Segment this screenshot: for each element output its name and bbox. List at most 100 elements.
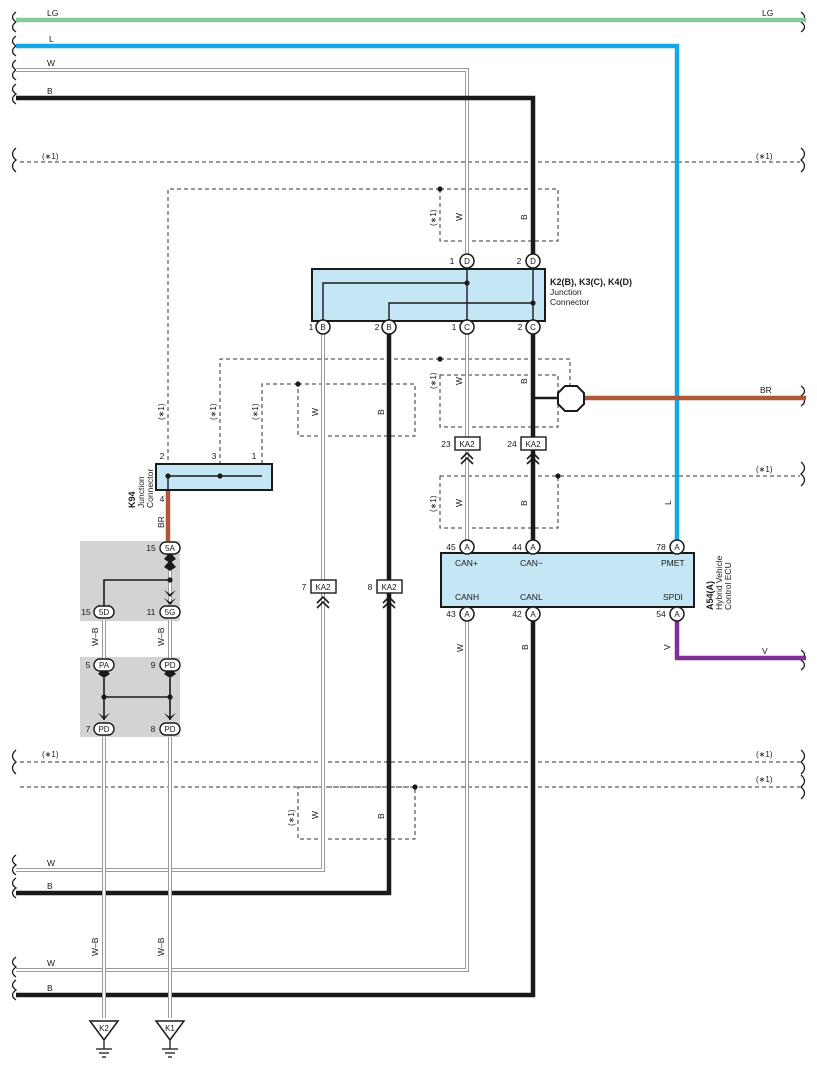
wire-w-canh	[16, 620, 469, 972]
svg-text:15: 15	[146, 543, 156, 553]
svg-text:5: 5	[86, 660, 91, 670]
ka2-connector-8: 8 KA2	[368, 579, 403, 609]
label-w-bottom: W	[47, 958, 55, 968]
option-junction-dots	[295, 186, 561, 790]
svg-text:B: B	[520, 644, 530, 650]
svg-text:5A: 5A	[165, 544, 175, 553]
k94-pin-3: 3	[212, 451, 217, 461]
junction-k2-box	[311, 268, 546, 322]
k2-pin-1d: 1 D	[450, 253, 475, 269]
svg-text:45: 45	[446, 542, 456, 552]
svg-text:42: 42	[512, 609, 522, 619]
ground-k2: K2	[88, 1020, 120, 1058]
label-w-top: W	[47, 58, 55, 68]
label-w-mid: W	[47, 858, 55, 868]
svg-text:(∗1): (∗1)	[287, 809, 296, 826]
svg-text:5D: 5D	[99, 608, 109, 617]
junction-k94-label: K94 Junction Connector	[127, 469, 155, 508]
svg-text:V: V	[662, 644, 672, 650]
ka2-connector-7: 7 KA2	[302, 579, 337, 609]
svg-text:W–B: W–B	[156, 937, 166, 956]
ground-point-hex	[557, 385, 585, 412]
svg-text:W: W	[310, 408, 320, 416]
svg-text:43: 43	[446, 609, 456, 619]
svg-text:(∗1): (∗1)	[429, 495, 438, 512]
svg-text:KA2: KA2	[525, 440, 541, 449]
ecu-pin-43: 43 A	[446, 606, 475, 622]
svg-text:2: 2	[518, 322, 523, 332]
svg-text:W–B: W–B	[90, 937, 100, 956]
svg-text:B: B	[519, 214, 529, 220]
svg-text:(∗1): (∗1)	[429, 372, 438, 389]
svg-text:A: A	[674, 610, 680, 619]
splice-pin-5g: 11 5G	[147, 605, 181, 619]
wire-w-left-long	[16, 333, 325, 872]
svg-text:D: D	[464, 257, 470, 266]
svg-text:9: 9	[151, 660, 156, 670]
splice-pin-5d: 15 5D	[81, 605, 115, 619]
svg-text:78: 78	[656, 542, 666, 552]
splice-pin-pd-7: 7 PD	[86, 722, 115, 736]
ecu-spdi: SPDI	[663, 592, 683, 602]
ecu-pmet: PMET	[661, 558, 685, 568]
svg-text:2: 2	[517, 256, 522, 266]
splice-dots	[101, 577, 173, 700]
svg-text:A54(A): A54(A)	[705, 581, 715, 610]
note-opt-5: (∗1)	[756, 750, 773, 759]
junction-k2-line1: Junction	[550, 287, 582, 297]
junction-k2-dots	[464, 280, 536, 306]
note-opt-4: (∗1)	[42, 750, 59, 759]
svg-text:W–B: W–B	[90, 627, 100, 646]
svg-text:PD: PD	[164, 725, 175, 734]
label-br-right: BR	[760, 385, 772, 395]
svg-text:A: A	[464, 543, 470, 552]
svg-text:1: 1	[452, 322, 457, 332]
svg-text:K1: K1	[165, 1024, 175, 1033]
svg-text:B: B	[519, 500, 529, 506]
junction-k2-internal	[322, 269, 534, 321]
svg-text:W: W	[454, 213, 464, 221]
svg-text:A: A	[530, 543, 536, 552]
svg-text:C: C	[464, 323, 470, 332]
k94-pin-2: 2	[160, 451, 165, 461]
ka2-connector-23: 23 KA2	[441, 436, 481, 465]
k2-pin-1b: 1 B	[309, 319, 331, 335]
svg-text:W: W	[455, 644, 465, 652]
ecu-pin-45: 45 A	[446, 539, 475, 555]
svg-text:B: B	[376, 813, 386, 819]
svg-text:PA: PA	[99, 661, 110, 670]
ecu-pin-54: 54 A	[656, 606, 685, 622]
junction-k2-title: K2(B), K3(C), K4(D)	[550, 277, 632, 287]
ka2-connector-24: 24 KA2	[507, 436, 547, 465]
splice-pin-5a: 15 5A	[146, 541, 181, 555]
svg-text:K94: K94	[127, 491, 137, 508]
svg-text:A: A	[530, 610, 536, 619]
ecu-pin-78: 78 A	[656, 539, 685, 555]
label-lg-left: LG	[47, 8, 58, 18]
svg-text:2: 2	[375, 322, 380, 332]
svg-text:1: 1	[450, 256, 455, 266]
k2-pin-2d: 2 D	[517, 253, 541, 269]
ecu-box	[440, 552, 695, 608]
splice-pin-pa: 5 PA	[86, 658, 115, 672]
svg-text:KA2: KA2	[381, 583, 397, 592]
svg-text:KA2: KA2	[459, 440, 475, 449]
vertical-labels: (∗1) W B (∗1) W B (∗1) W B (∗1) (∗1) (∗1…	[90, 209, 673, 956]
ecu-can-plus: CAN+	[455, 558, 478, 568]
svg-text:W: W	[454, 377, 464, 385]
label-l-top: L	[49, 34, 54, 44]
svg-text:11: 11	[147, 607, 156, 617]
wire-wb-splices	[102, 555, 172, 1018]
svg-text:(∗1): (∗1)	[157, 403, 166, 420]
note-opt-2: (∗1)	[756, 152, 773, 161]
svg-text:Hybrid Vehicle: Hybrid Vehicle	[714, 555, 724, 610]
svg-text:W: W	[310, 811, 320, 819]
svg-text:8: 8	[368, 582, 373, 592]
svg-text:A: A	[464, 610, 470, 619]
svg-text:PD: PD	[164, 661, 175, 670]
svg-text:W–B: W–B	[156, 627, 166, 646]
svg-text:(∗1): (∗1)	[251, 403, 260, 420]
note-opt-3: (∗1)	[756, 465, 773, 474]
svg-text:15: 15	[81, 607, 91, 617]
splice-pin-pd-9: 9 PD	[151, 658, 181, 672]
